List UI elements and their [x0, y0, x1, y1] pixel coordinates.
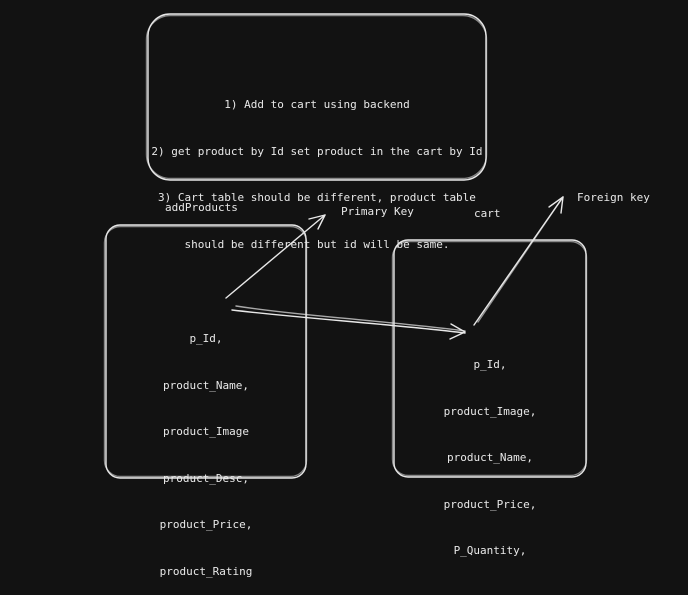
relation-arrowhead [449, 323, 466, 340]
note-line-4: should be different but id will be same. [184, 237, 450, 251]
add-products-box-sketch [103, 225, 308, 478]
cart-box-sketch [391, 240, 588, 477]
foreign-key-arrowhead [548, 196, 564, 214]
primary-key-arrow [225, 214, 326, 299]
foreign-key-arrow-sketch [477, 196, 564, 323]
add-products-title: addProducts [165, 201, 238, 214]
note-line-2: 2) get product by Id set product in the … [151, 144, 483, 158]
add-products-field: product_Image [162, 425, 250, 438]
add-products-field: product_Price, [159, 518, 253, 531]
relation-arrow-sketch [235, 305, 466, 332]
primary-key-arrowhead [308, 214, 326, 230]
cart-field: product_Name, [446, 451, 534, 464]
primary-key-label: Primary Key [341, 205, 414, 218]
cart-field: p_Id, [473, 358, 507, 371]
foreign-key-label: Foreign key [577, 191, 650, 204]
note-box-sketch [145, 14, 488, 180]
cart-field: product_Image, [443, 404, 537, 418]
add-products-field: p_Id, [189, 332, 223, 345]
relation-arrow [231, 309, 466, 334]
add-products-fields: p_Id, product_Name, product_Image produc… [106, 300, 306, 595]
diagram-canvas [103, 13, 588, 479]
cart-title: cart [474, 207, 501, 220]
add-products-field: product_Name, [162, 378, 250, 392]
note-text: 1) Add to cart using backend 2) get prod… [148, 66, 486, 268]
note-line-1: 1) Add to cart using backend [224, 98, 410, 111]
add-products-field: product_Rating [159, 564, 253, 578]
cart-field: P_Quantity, [453, 544, 527, 557]
note-line-3: 3) Cart table should be different, produ… [158, 191, 476, 204]
add-products-field: product_Desc, [162, 471, 250, 485]
cart-field: product_Price, [443, 497, 537, 511]
cart-fields: p_Id, product_Image, product_Name, produ… [394, 326, 586, 574]
